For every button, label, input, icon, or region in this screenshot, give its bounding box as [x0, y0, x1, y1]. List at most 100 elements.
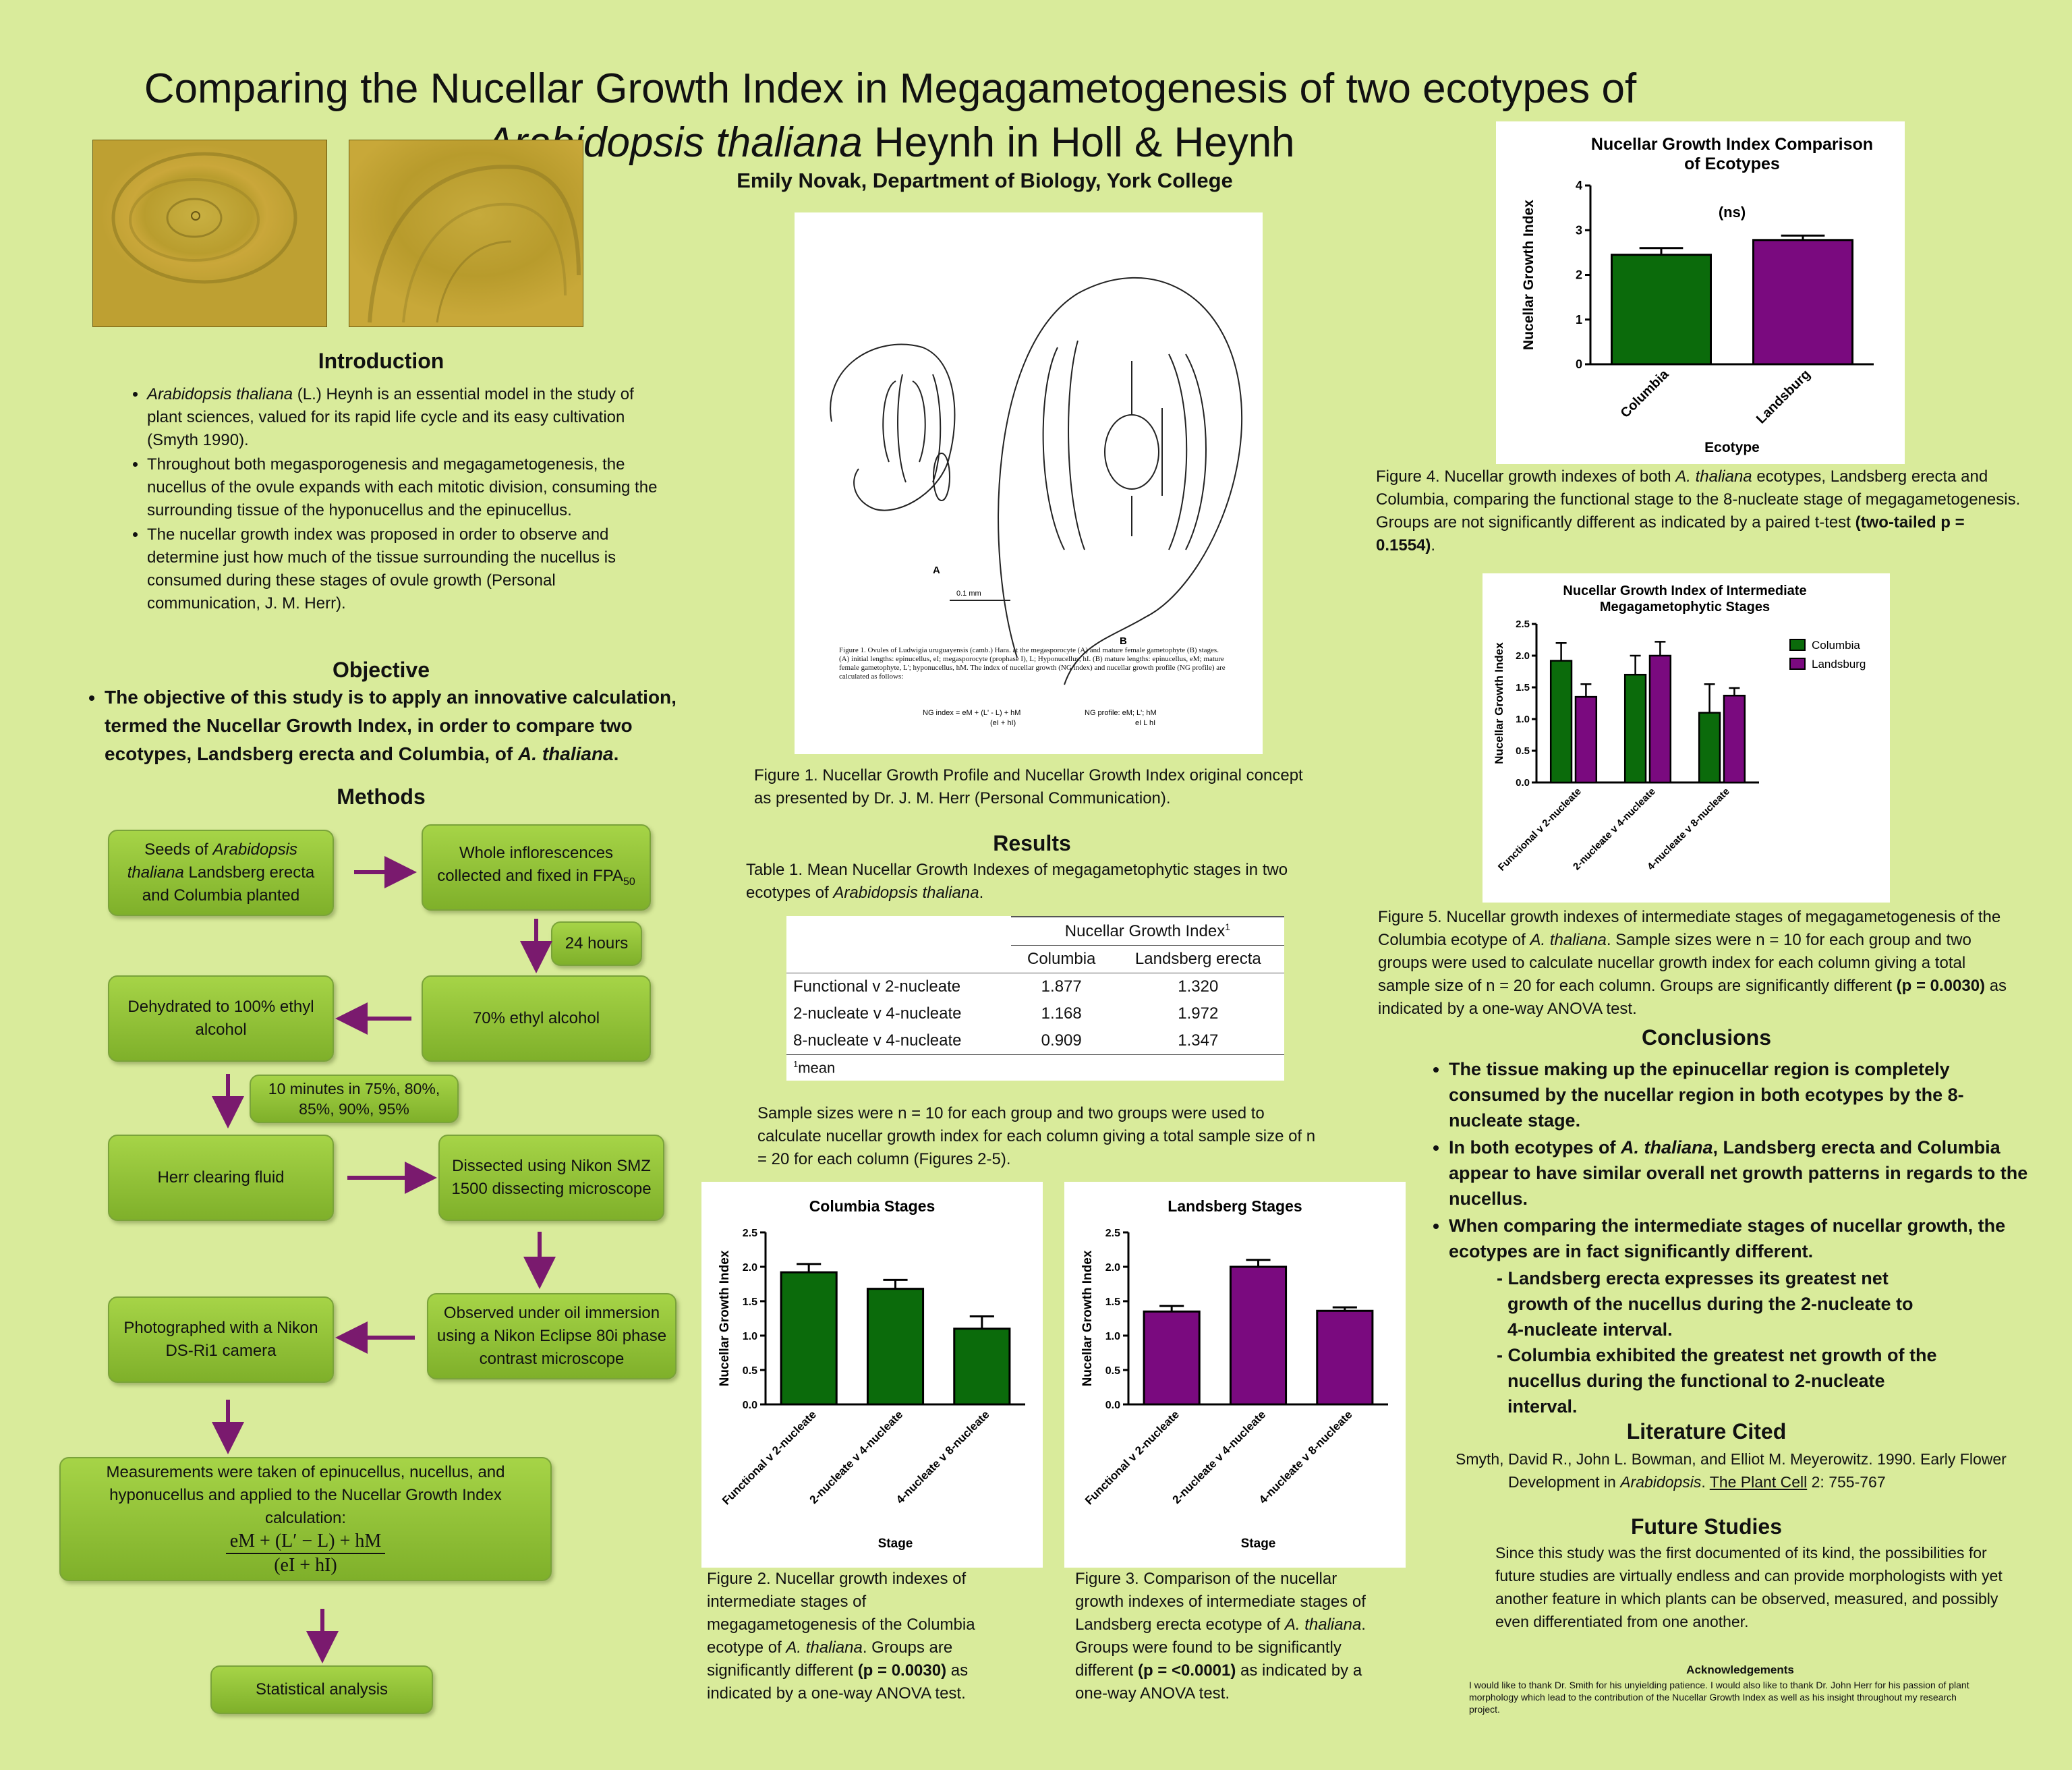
bar [1143, 1310, 1201, 1406]
x-tick-label: 4-nucleate v 8-nucleate [894, 1408, 992, 1506]
inflorescence-text: Whole inflorescences collected and fixed… [437, 843, 623, 885]
literature-citation: Smyth, David R., John L. Bowman, and Ell… [1456, 1448, 2034, 1493]
legend-label: Columbia [1812, 639, 1860, 652]
figure-2-caption: Figure 2. Nucellar growth indexes of int… [707, 1568, 1004, 1705]
formula-denominator: (eI + hI) [274, 1555, 337, 1576]
y-tick-label: 2.0 [1105, 1262, 1120, 1274]
y-tick-label: 4 [1576, 179, 1582, 192]
fig5-pvalue: (p = 0.0030) [1896, 977, 1986, 995]
x-tick-label: Functional v 2-nucleate [1496, 786, 1584, 874]
methods-arrows [212, 856, 556, 1663]
y-tick-label: 2.5 [743, 1228, 757, 1239]
bar [1698, 712, 1721, 784]
intro-body: Arabidopsis thaliana (L.) Heynh is an es… [121, 383, 661, 617]
y-tick-label: 2.0 [1516, 650, 1530, 662]
method-10-minutes: 10 minutes in 75%, 80%, 85%, 90%, 95% [250, 1075, 459, 1123]
x-axis-label: Ecotype [1704, 440, 1760, 455]
conclusion-2-species: A. thaliana [1621, 1137, 1713, 1158]
figure-3-caption: Figure 3. Comparison of the nucellar gro… [1075, 1568, 1379, 1705]
method-photographed: Photographed with a Nikon DS-Ri1 camera [108, 1296, 334, 1383]
y-tick-label: 0.0 [1516, 777, 1530, 789]
conclusion-bullet-1: The tissue making up the epinucellar reg… [1449, 1056, 2030, 1133]
ack-text: I would like to thank Dr. Smith for his … [1469, 1680, 1969, 1715]
figure-1-caption: Figure 1. Nucellar Growth Profile and Nu… [754, 766, 1303, 807]
y-tick-label: 0.0 [1105, 1400, 1120, 1411]
poster-title: Comparing the Nucellar Growth Index in M… [135, 62, 1646, 170]
table-caption-species: Arabidopsis thaliana [833, 884, 979, 902]
chart-title: Nucellar Growth Index of Intermediate [1563, 583, 1806, 598]
fig1-ng-index: NG index = eM + (L' - L) + hM [923, 709, 1020, 717]
fig1-ng-profile: NG profile: eM; L'; hM [1085, 709, 1157, 717]
intro-bullet-2: Throughout both megasporogenesis and meg… [147, 453, 661, 522]
figure-1-image: A B 0.1 mm Figure 1. Ovules of Ludwigia … [795, 212, 1263, 754]
intro-bullet-1-text: (L.) Heynh is an essential model in the … [147, 385, 634, 449]
table-cell-columbia: 1.877 [1041, 977, 1082, 996]
x-tick-label: 2-nucleate v 4-nucleate [1170, 1408, 1269, 1506]
table-row-label: Functional v 2-nucleate [793, 977, 961, 996]
fig2-caption-b: . Groups are significantly different [707, 1638, 953, 1680]
objective-species: A. thaliana [518, 743, 614, 764]
fig5-caption-c: as indicated by a one-way ANOVA test. [1378, 977, 2007, 1018]
intro-bullet-1: Arabidopsis thaliana (L.) Heynh is an es… [147, 383, 661, 452]
y-tick-label: 1.0 [1105, 1331, 1120, 1342]
fig2-caption-a: Figure 2. Nucellar growth indexes of int… [707, 1570, 975, 1657]
measurements-text: Measurements were taken of epinucellus, … [106, 1463, 505, 1527]
bar [1549, 660, 1573, 784]
fig5-caption-b: . Sample sizes were n = 10 for each grou… [1378, 931, 1972, 995]
table-header-sup: 1 [1225, 921, 1230, 932]
chart-title: Columbia Stages [809, 1197, 936, 1215]
figure-3-chart: Landsberg Stages0.00.51.01.52.02.5Nucell… [1081, 1197, 1388, 1551]
citation-text-b: . [1701, 1473, 1710, 1491]
fig1-scale: 0.1 mm [956, 590, 981, 598]
bar [1611, 254, 1712, 366]
y-tick-label: 2 [1576, 268, 1582, 282]
y-tick-label: 1.5 [1105, 1296, 1120, 1308]
method-dehydrated: Dehydrated to 100% ethyl alcohol [108, 975, 334, 1062]
method-herr-clearing: Herr clearing fluid [108, 1135, 334, 1221]
method-measurements: Measurements were taken of epinucellus, … [59, 1457, 552, 1581]
legend-swatch [1789, 658, 1806, 670]
seeds-text-b: Landsberg erecta and Columbia planted [142, 863, 315, 905]
citation-journal: The Plant Cell [1709, 1473, 1808, 1491]
title-rest: Heynh in Holl & Heynh [862, 119, 1295, 166]
citation-genus: Arabidopsis [1620, 1473, 1702, 1491]
methods-heading: Methods [337, 784, 426, 809]
y-tick-label: 1.0 [743, 1331, 757, 1342]
fig4-species: A. thaliana [1675, 467, 1752, 486]
table-group-header: Nucellar Growth Index [1064, 922, 1226, 940]
sample-size-text: Sample sizes were n = 10 for each group … [757, 1104, 1316, 1168]
table-row: Functional v 2-nucleate 1.877 1.320 [786, 973, 1284, 1001]
bar [866, 1288, 925, 1406]
y-tick-label: 1.0 [1516, 714, 1530, 725]
bar [1752, 239, 1853, 366]
citation-text-a: Smyth, David R., John L. Bowman, and Ell… [1456, 1450, 2007, 1491]
x-tick-label: Columbia [1618, 366, 1673, 421]
fig3-caption-a: Figure 3. Comparison of the nucellar gro… [1075, 1570, 1366, 1634]
conclusion-bullet-2: In both ecotypes of A. thaliana, Landsbe… [1449, 1135, 2030, 1211]
y-tick-label: 1.5 [1516, 682, 1530, 693]
figure-5-chart: Nucellar Growth Index of IntermediateMeg… [1493, 583, 1866, 874]
footnote-sup: 1 [793, 1059, 799, 1069]
y-tick-label: 2.0 [743, 1262, 757, 1274]
bar [1229, 1265, 1288, 1406]
y-tick-label: 1 [1576, 313, 1582, 326]
fig2-caption-c: as indicated by a one-way ANOVA test. [707, 1661, 969, 1703]
conclusion-sub-2: - Columbia exhibited the greatest net gr… [1497, 1345, 1937, 1417]
fig1-inner-caption: Figure 1. Ovules of Ludwigia uruguayensi… [839, 646, 1226, 681]
table-row-label: 2-nucleate v 4-nucleate [793, 1004, 962, 1023]
objective-bullet: The objective of this study is to apply … [105, 683, 685, 768]
fig3-caption-b: . Groups were found to be significantly … [1075, 1616, 1366, 1680]
method-seeds: Seeds of Arabidopsis thaliana Landsberg … [108, 830, 334, 916]
y-axis-label: Nucellar Growth Index [1081, 1250, 1095, 1386]
objective-period: . [613, 743, 619, 764]
intro-heading: Introduction [318, 349, 444, 373]
x-axis-label: Stage [1241, 1537, 1276, 1551]
x-axis-label: Stage [878, 1537, 913, 1551]
table-row-label: 8-nucleate v 4-nucleate [793, 1031, 962, 1050]
fig4-pvalue: (two-tailed p = 0.1554) [1376, 513, 1965, 554]
fig5-species: A. thaliana [1530, 931, 1607, 949]
y-tick-label: 3 [1576, 223, 1582, 237]
fig3-caption-c: as indicated by a one-way ANOVA test. [1075, 1661, 1362, 1703]
legend-label: Landsburg [1812, 658, 1866, 670]
y-tick-label: 0.5 [1516, 745, 1530, 757]
